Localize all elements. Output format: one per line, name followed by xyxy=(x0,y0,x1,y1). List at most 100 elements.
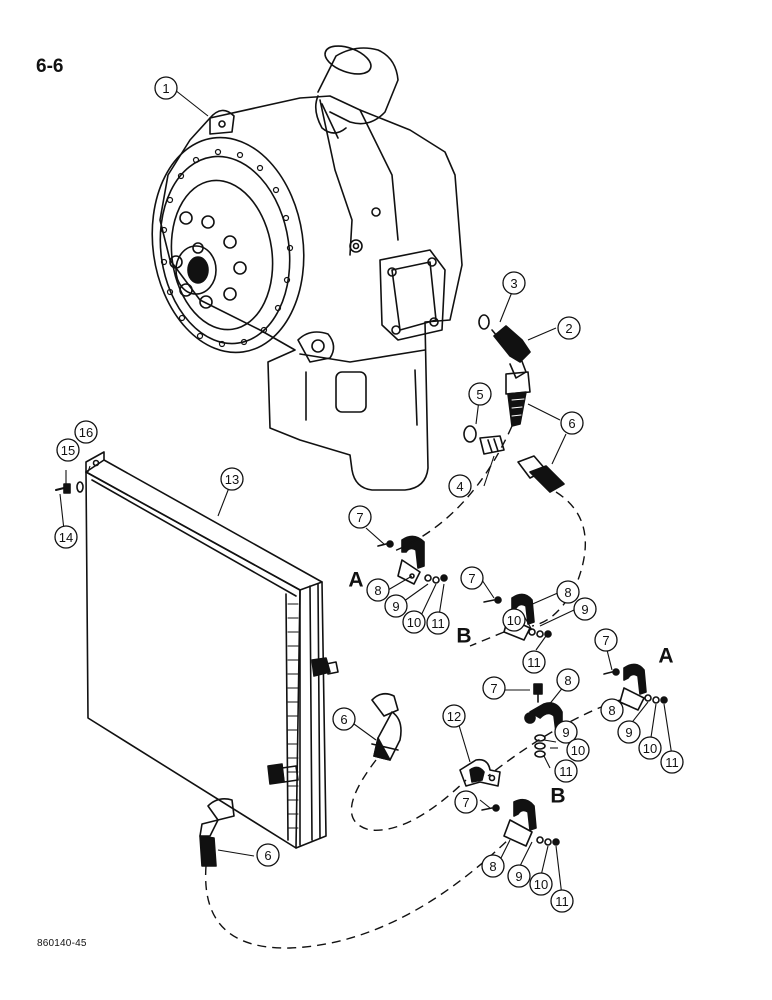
callout-2-label: 2 xyxy=(565,321,572,336)
callout-9-label: 9 xyxy=(515,869,522,884)
callout-10-balloon xyxy=(502,608,526,632)
callout-9-balloon xyxy=(617,720,641,744)
section-mark-b: B xyxy=(550,785,565,808)
o-ring-upper xyxy=(478,314,490,330)
callout-1-label: 1 xyxy=(162,81,169,96)
callout-12-label: 12 xyxy=(447,709,461,724)
section-mark-a: A xyxy=(348,569,363,592)
callout-11-balloon xyxy=(550,889,574,913)
hose-end-cooler-mid xyxy=(371,692,402,761)
callout-9-label: 9 xyxy=(392,599,399,614)
callout-11-balloon xyxy=(522,650,546,674)
clamp-a-right xyxy=(603,663,668,711)
callout-1-balloon xyxy=(154,76,178,100)
hose-end-upper xyxy=(505,371,531,427)
callout-8-balloon xyxy=(556,580,580,604)
oil-cooler xyxy=(85,451,339,849)
figure-code: 860140-45 xyxy=(37,938,87,949)
callout-7-balloon xyxy=(594,628,618,652)
callout-10-balloon xyxy=(529,872,553,896)
callout-11-label: 11 xyxy=(559,764,573,779)
callout-4-label: 4 xyxy=(456,479,463,494)
callout-6-balloon xyxy=(560,411,584,435)
callout-6-label: 6 xyxy=(568,416,575,431)
straight-connector xyxy=(463,425,505,455)
callout-10-balloon xyxy=(566,738,590,762)
callout-8-balloon xyxy=(600,698,624,722)
callout-11-balloon xyxy=(554,759,578,783)
callout-15-label: 15 xyxy=(61,443,75,458)
callout-10-label: 10 xyxy=(571,743,585,758)
clamp-b-lower xyxy=(481,798,560,847)
callout-10-label: 10 xyxy=(507,613,521,628)
callout-10-label: 10 xyxy=(534,877,548,892)
callout-13-balloon xyxy=(220,467,244,491)
callout-11-balloon xyxy=(426,611,450,635)
callout-16-balloon xyxy=(74,420,98,444)
callout-7-label: 7 xyxy=(490,681,497,696)
clamp-twelve xyxy=(459,758,501,787)
callout-3-balloon xyxy=(502,271,526,295)
callout-8-label: 8 xyxy=(489,859,496,874)
callout-5-label: 5 xyxy=(476,387,483,402)
hose-end-cooler-lower xyxy=(199,798,235,867)
callout-8-label: 8 xyxy=(564,585,571,600)
callout-7-label: 7 xyxy=(602,633,609,648)
callout-10-balloon xyxy=(402,610,426,634)
section-mark-a: A xyxy=(658,645,673,668)
cooler-mount-hardware xyxy=(55,481,84,494)
clamp-a-upper xyxy=(377,535,448,585)
callout-8-balloon xyxy=(556,668,580,692)
callout-16-label: 16 xyxy=(79,425,93,440)
callout-9-balloon xyxy=(507,864,531,888)
callout-12-balloon xyxy=(442,704,466,728)
callout-13-label: 13 xyxy=(225,472,239,487)
hose-end-right xyxy=(517,455,565,493)
callout-7-balloon xyxy=(460,566,484,590)
callout-6-balloon xyxy=(256,843,280,867)
callout-9-label: 9 xyxy=(581,602,588,617)
callout-10-label: 10 xyxy=(643,741,657,756)
callout-9-balloon xyxy=(384,594,408,618)
hose-routing-lines xyxy=(204,425,621,949)
transmission-assembly xyxy=(151,45,463,491)
callout-8-label: 8 xyxy=(608,703,615,718)
callout-2-balloon xyxy=(557,316,581,340)
callout-11-label: 11 xyxy=(555,894,569,909)
callout-7-balloon xyxy=(454,790,478,814)
callout-11-balloon xyxy=(660,750,684,774)
callout-8-balloon xyxy=(366,578,390,602)
callout-4-balloon xyxy=(448,474,472,498)
callout-15-balloon xyxy=(56,438,80,462)
callout-9-balloon xyxy=(573,597,597,621)
callout-9-label: 9 xyxy=(625,725,632,740)
callout-7-label: 7 xyxy=(356,510,363,525)
callout-14-balloon xyxy=(54,525,78,549)
callout-7-balloon xyxy=(482,676,506,700)
callout-9-label: 9 xyxy=(562,725,569,740)
elbow-fitting xyxy=(478,314,531,379)
callout-8-balloon xyxy=(481,854,505,878)
callout-11-label: 11 xyxy=(665,755,679,770)
callout-8-label: 8 xyxy=(564,673,571,688)
section-mark-b: B xyxy=(456,625,471,648)
callout-11-label: 11 xyxy=(527,655,541,670)
page-number: 6-6 xyxy=(36,56,64,77)
callout-10-label: 10 xyxy=(407,615,421,630)
callout-14-label: 14 xyxy=(59,530,73,545)
callout-6-balloon xyxy=(332,707,356,731)
callout-7-balloon xyxy=(348,505,372,529)
callout-9-balloon xyxy=(554,720,578,744)
callout-7-label: 7 xyxy=(462,795,469,810)
callout-6-label: 6 xyxy=(340,712,347,727)
callout-11-label: 11 xyxy=(431,616,445,631)
section-marks: A B A B xyxy=(348,569,673,808)
callout-8-label: 8 xyxy=(374,583,381,598)
callout-5-balloon xyxy=(468,382,492,406)
callout-7-label: 7 xyxy=(468,571,475,586)
callout-10-balloon xyxy=(638,736,662,760)
callout-3-label: 3 xyxy=(510,276,517,291)
callout-6-label: 6 xyxy=(264,848,271,863)
